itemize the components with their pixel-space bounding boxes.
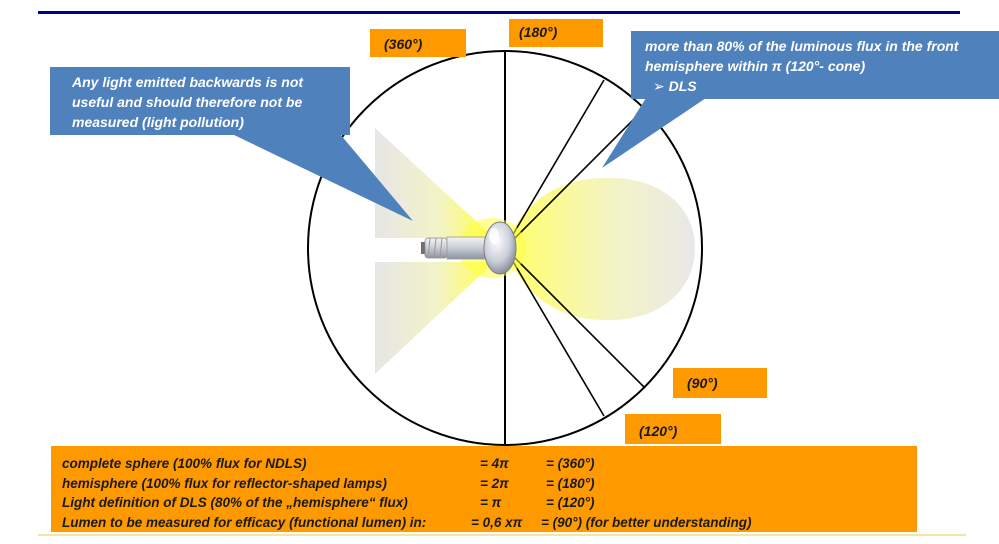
- legend-formula: = π: [480, 495, 502, 511]
- angle-label-360: (360°): [370, 29, 466, 57]
- legend-angle: = (90°) (for better understanding): [541, 514, 752, 530]
- legend-angle: = (180°): [546, 475, 595, 491]
- angle-label-120: (120°): [625, 414, 721, 444]
- legend-row: complete sphere (100% flux for NDLS) = 4…: [62, 454, 917, 474]
- cone-line-120-lower: [504, 247, 605, 417]
- legend-description: Light definition of DLS (80% of the „hem…: [62, 495, 408, 511]
- legend-row: Lumen to be measured for efficacy (funct…: [62, 513, 917, 533]
- bottom-rule: [38, 534, 966, 536]
- callout-right: [602, 31, 999, 168]
- top-rule: [38, 11, 960, 14]
- legend-formula: = 4π: [480, 456, 509, 471]
- callout-right-line: more than 80% of the luminous flux in th…: [645, 38, 959, 74]
- legend-row: Light definition of DLS (80% of the „hem…: [62, 493, 917, 513]
- callout-left: [50, 67, 413, 221]
- cone-line-120-upper: [504, 79, 605, 249]
- legend-angle: = (120°): [546, 495, 595, 511]
- callout-left-text: Any light emitted backwards is not usefu…: [72, 74, 304, 130]
- legend-description: hemisphere (100% flux for reflector-shap…: [62, 475, 387, 491]
- back-light-upper: [375, 128, 490, 238]
- legend-description: Lumen to be measured for efficacy (funct…: [62, 514, 427, 530]
- legend-formula: = 2π: [480, 475, 509, 491]
- legend-formula: = 0,6 xπ: [471, 514, 523, 530]
- cone-line-90-lower: [504, 247, 646, 389]
- cone-line-90-upper: [504, 107, 646, 249]
- legend-box: complete sphere (100% flux for NDLS) = 4…: [51, 446, 917, 532]
- back-light-lower: [375, 262, 490, 374]
- callout-right-text: more than 80% of the luminous flux in th…: [645, 36, 990, 96]
- light-bulb-icon: [421, 218, 526, 278]
- legend-angle: = (360°): [546, 456, 595, 471]
- callout-right-bullet: ➢ DLS: [653, 78, 697, 94]
- angle-label-90: (90°): [673, 368, 767, 398]
- front-light-lobe: [505, 178, 695, 320]
- angle-label-180: (180°): [509, 19, 603, 47]
- legend-description: complete sphere (100% flux for NDLS): [62, 456, 307, 471]
- legend-row: hemisphere (100% flux for reflector-shap…: [62, 474, 917, 494]
